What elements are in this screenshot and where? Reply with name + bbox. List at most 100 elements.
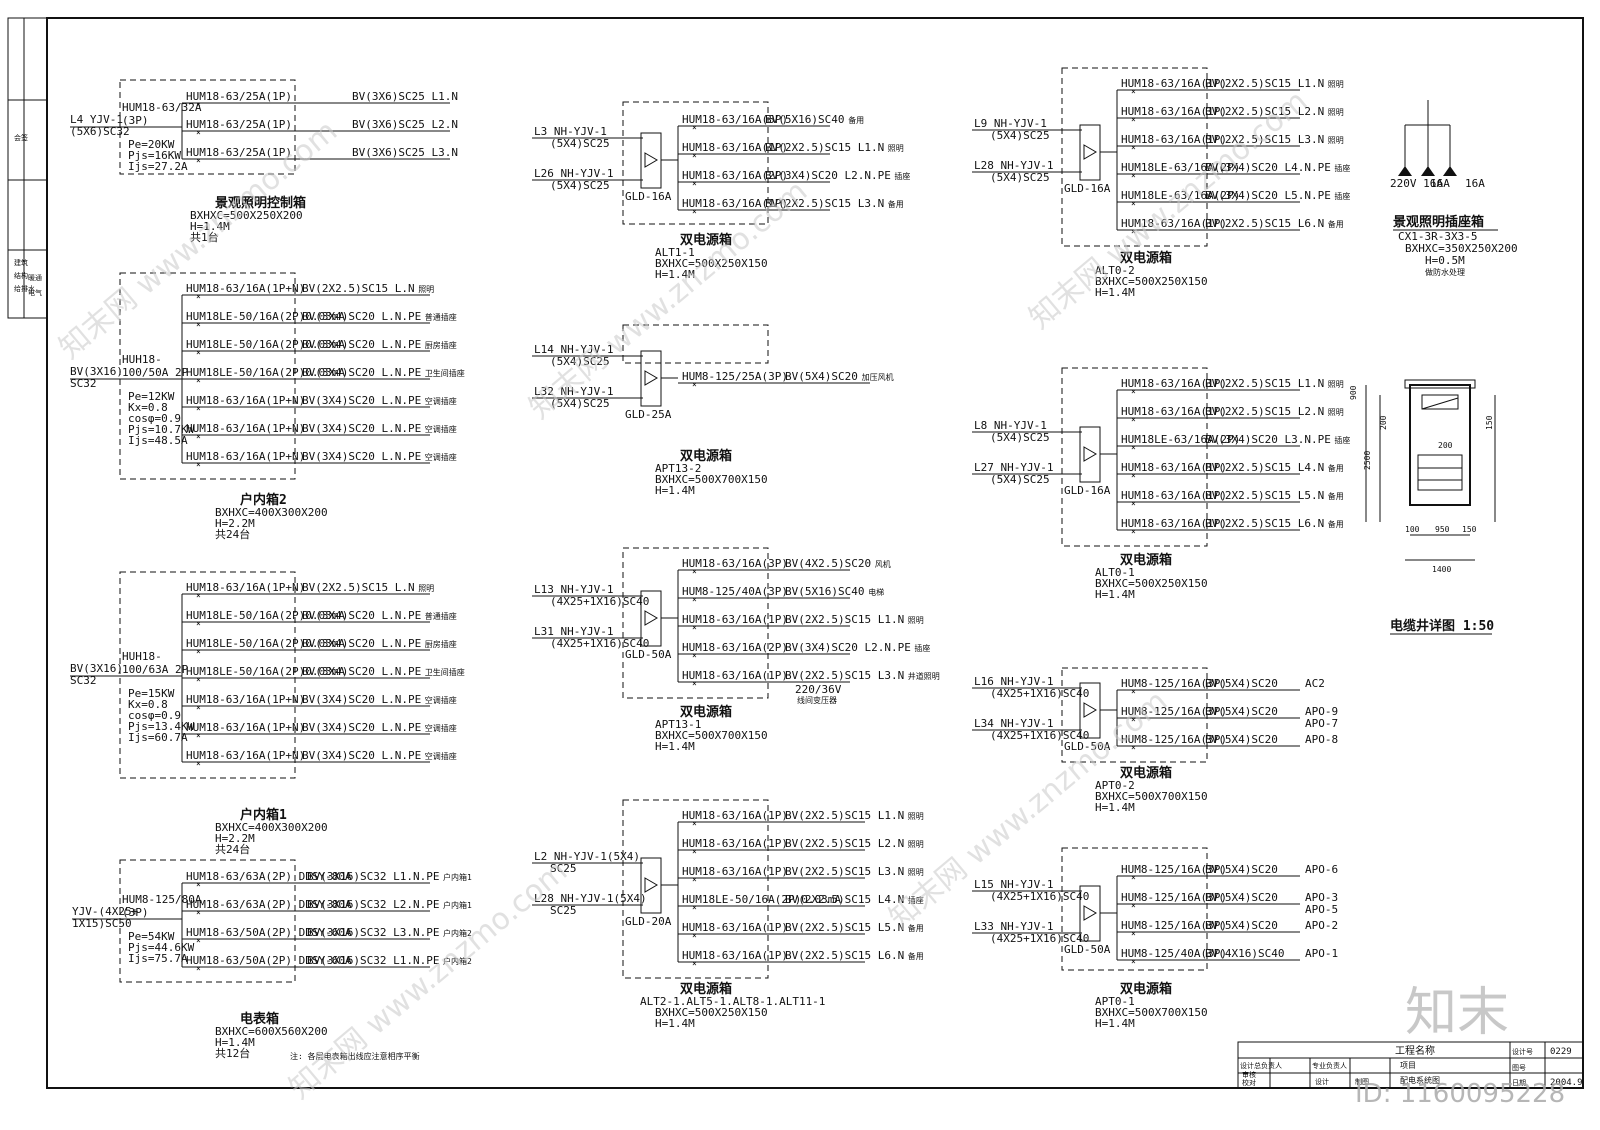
breaker-label: HUM8-125/40A(3P) bbox=[682, 585, 788, 598]
title-block-project: 工程名称 bbox=[1395, 1044, 1435, 1057]
circuit-use: APO-2 bbox=[1305, 919, 1338, 932]
cable-label: BV(3X16)SC32 L3.N.PE bbox=[307, 926, 439, 939]
main-breaker: (3P) bbox=[122, 114, 149, 127]
box-spec: BXHXC=500X250X200 bbox=[190, 209, 303, 222]
box-spec: APT0-2 bbox=[1095, 779, 1135, 792]
feed-label: (5X6)SC32 bbox=[70, 125, 130, 138]
watermark-brand: 知末网 www.znzmo.com bbox=[1023, 84, 1314, 336]
breaker-label: HUM18-63/25A(1P) bbox=[186, 118, 292, 131]
box-spec: H=2.2M bbox=[215, 517, 255, 530]
side-strip-4: 暖通 bbox=[28, 273, 42, 282]
circuit-use: 备用 bbox=[888, 199, 904, 209]
feed-label: L13 NH-YJV-1 bbox=[534, 583, 613, 596]
circuit-use: 插座 bbox=[1334, 191, 1350, 201]
circuit-use: 照明 bbox=[908, 868, 924, 877]
load-param: Pjs=16KW bbox=[128, 149, 181, 162]
breaker-label: HUM18-63/50A(2P) DDSY-60A bbox=[186, 954, 352, 967]
cable-label: BV(2X2.5)SC15 L2.N bbox=[785, 837, 904, 850]
breaker-label: HUM8-125/25A(3P) bbox=[682, 370, 788, 383]
box-outline bbox=[622, 799, 769, 979]
cable-label: BV(2X2.5)SC15 L5.N bbox=[1205, 489, 1324, 502]
switch-icon: × bbox=[1131, 227, 1136, 236]
circuit-use: 厨房插座 bbox=[425, 639, 457, 649]
box-outline bbox=[1061, 67, 1208, 247]
switch-icon: × bbox=[1131, 499, 1136, 508]
circuit-use: 插座 bbox=[894, 171, 910, 181]
cable-label: BV(3X6)SC25 L2.N bbox=[352, 118, 458, 131]
side-strip: 会签 建筑 结构 给排水 暖通 电气 bbox=[7, 17, 48, 319]
box-title: 户内箱1 bbox=[240, 807, 287, 823]
box-spec: H=2.2M bbox=[215, 832, 255, 845]
socket-box-spec-0: CX1-3R-3X3-5 bbox=[1398, 230, 1477, 243]
breaker-label: HUM18-63/16A(1P) bbox=[1121, 461, 1227, 474]
cable-label: BV(4X2.5)SC20 bbox=[785, 557, 871, 570]
cable-label: BV(3X4)SC20 L4.N.PE bbox=[1205, 161, 1331, 174]
shaft-dim-3: 100 bbox=[1405, 525, 1420, 534]
circuit-use: 插座 bbox=[1334, 435, 1350, 445]
circuit-use: 空调插座 bbox=[425, 452, 457, 462]
switch-icon: × bbox=[196, 647, 201, 656]
switch-icon: × bbox=[1131, 443, 1136, 452]
box-outline bbox=[1061, 847, 1208, 971]
switch-icon: × bbox=[692, 875, 697, 884]
box-jggm: ×HUM18-63/25A(1P)BV(3X6)SC25 L1.N×HUM18-… bbox=[70, 79, 458, 244]
circuit-use: 风机 bbox=[875, 559, 891, 569]
ats-icon bbox=[1083, 144, 1097, 160]
box-title: 双电源箱 bbox=[1120, 552, 1172, 568]
main-breaker: HUM18-63/32A bbox=[122, 101, 202, 114]
breaker-label: HUM18-63/16A(1P) bbox=[682, 197, 788, 210]
box-outline bbox=[622, 547, 769, 699]
main-breaker: HUH18- bbox=[122, 650, 162, 663]
watermark-id: ID: 1160095228 bbox=[1355, 1079, 1565, 1109]
feed-label: (4X25+1X16)SC40 bbox=[550, 637, 649, 650]
switch-icon: × bbox=[1131, 957, 1136, 966]
breaker-label: HUM18-63/63A(2P) DDSY-80A bbox=[186, 898, 352, 911]
circuit-use: 加压风机 bbox=[862, 372, 894, 382]
cable-label: BV(3X4)SC20 L.N.PE bbox=[302, 422, 421, 435]
cable-label: BV(2X2.5)SC15 L1.N bbox=[785, 613, 904, 626]
socket-box-title: 景观照明插座箱 bbox=[1393, 214, 1484, 230]
switch-icon: × bbox=[1131, 115, 1136, 124]
cable-label: BV(3X4)SC20 L.N.PE bbox=[302, 310, 421, 323]
cable-label: BV(2X2.5)SC15 L3.N bbox=[1205, 133, 1324, 146]
cable-label: BV(5X4)SC20 bbox=[1205, 733, 1278, 746]
feed-label: L31 NH-YJV-1 bbox=[534, 625, 613, 638]
switch-icon: × bbox=[196, 591, 201, 600]
ats-label: GLD-16A bbox=[1064, 484, 1111, 497]
cable-label: BV(2X2.5)SC15 L.N bbox=[302, 282, 415, 295]
breaker-label: HUM18-63/25A(1P) bbox=[186, 146, 292, 159]
switch-icon: × bbox=[1131, 471, 1136, 480]
switch-icon: × bbox=[692, 819, 697, 828]
socket-label-1: 16A bbox=[1430, 177, 1450, 190]
box-spec: BXHXC=500X250X150 bbox=[1095, 275, 1208, 288]
ats-switch bbox=[640, 132, 662, 189]
circuit-use: 备用 bbox=[908, 923, 924, 933]
circuit-use: 备用 bbox=[908, 951, 924, 961]
box-outline bbox=[119, 859, 296, 983]
cable-label: BV(3X4)SC20 L.N.PE bbox=[302, 450, 421, 463]
box-title: 双电源箱 bbox=[680, 232, 732, 248]
feed-label: YJV-(4X25+ bbox=[72, 905, 139, 918]
switch-icon: × bbox=[196, 619, 201, 628]
title-block-right-2: 图号 bbox=[1512, 1064, 1526, 1072]
box-spec: H=1.4M bbox=[1095, 588, 1135, 601]
circuit-use: 空调插座 bbox=[425, 695, 457, 705]
title-block-right-4: 2004.9 bbox=[1550, 1078, 1583, 1088]
cable-label: BV(3X4)SC20 L3.N.PE bbox=[1205, 433, 1331, 446]
load-param: cosφ=0.9 bbox=[128, 412, 181, 425]
circuit-use: 备用 bbox=[1328, 519, 1344, 529]
breaker-label: HUM8-125/40A(3P) bbox=[1121, 947, 1227, 960]
circuit-use: 普通插座 bbox=[425, 611, 457, 621]
box-spec: ALT0-2 bbox=[1095, 264, 1135, 277]
breaker-label: HUM18LE-63/16A(2P) bbox=[1121, 189, 1240, 202]
shaft-dim-8: 150 bbox=[1485, 415, 1494, 430]
feed-label: SC32 bbox=[70, 674, 97, 687]
cable-label: BV(5X16)SC40 bbox=[765, 113, 844, 126]
box-spec: APT13-2 bbox=[655, 462, 701, 475]
feed-label: (5X4)SC25 bbox=[550, 397, 610, 410]
breaker-label: HUM18LE-50/16A(2P)0.03mA bbox=[186, 665, 345, 678]
feed-label: L15 NH-YJV-1 bbox=[974, 878, 1053, 891]
feed-label: L28 NH-YJV-1(5X4) bbox=[534, 892, 647, 905]
